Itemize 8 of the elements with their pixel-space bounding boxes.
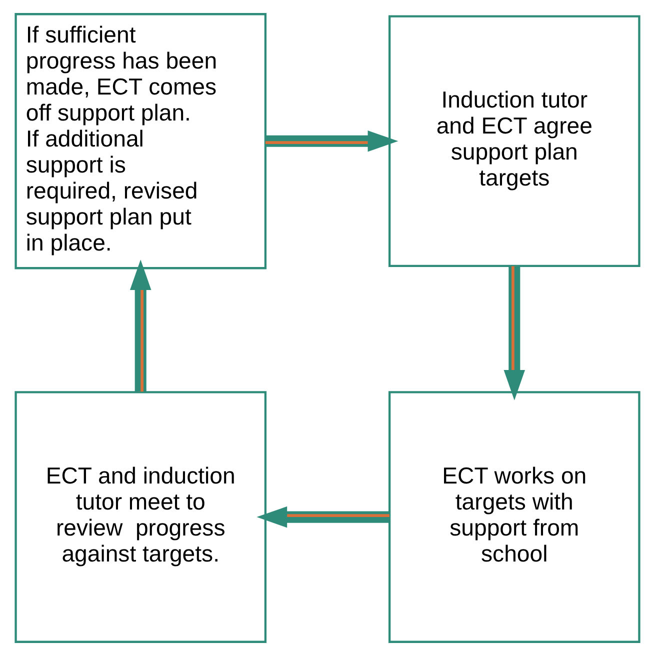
node-box: Induction tutor and ECT agree support plan targets: [388, 15, 640, 268]
arrow: [256, 506, 389, 528]
arrow: [264, 130, 398, 152]
node-box: ECT works on targets with support from school: [388, 391, 640, 643]
arrow: [503, 266, 525, 400]
arrow: [129, 260, 151, 392]
node-box: ECT and induction tutor meet to review progress against targets.: [14, 391, 266, 643]
node-box: If sufficient progress has been made, ECT comes off support plan. If additional support is required, revised support plan put in place.: [14, 13, 266, 270]
